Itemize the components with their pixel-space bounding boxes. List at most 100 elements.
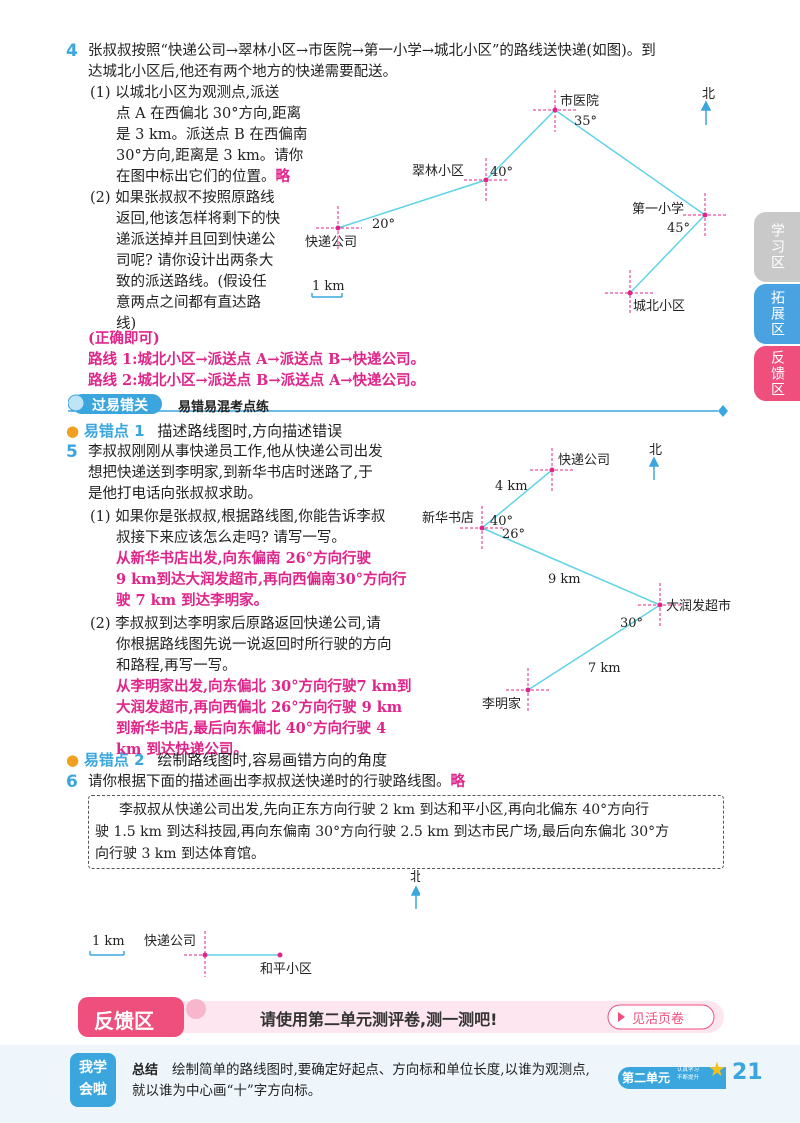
q5-part2-line: 你根据路线图先说一说返回时所行驶的方向 — [116, 637, 392, 653]
q5-route-map: 快递公司 新华书店 大润发超市 李明家 4 km 9 km 7 km 40° 2… — [422, 443, 731, 712]
q4-part2-line: 意两点之间都有直达路 — [116, 295, 261, 311]
scale-label: 1 km — [92, 934, 125, 949]
label-runfa: 大润发超市 — [666, 598, 731, 614]
route-segment — [485, 109, 556, 181]
q5-answer2-line: 从李明家出发,向东偏北 30°方向行驶7 km到 — [116, 678, 412, 695]
q5-part1-line: 叔接下来应该怎么走吗? 请写一写。 — [116, 530, 346, 546]
summary-line: 绘制简单的路线图时,要确定好起点、方向标和单位长度,以谁为观测点, — [172, 1062, 590, 1078]
page-number: 21 — [732, 1060, 763, 1085]
q5-part2-line: (2) 李叔叔到达李明家后原路返回快递公司,请 — [90, 616, 381, 632]
angle-30: 30° — [620, 616, 643, 631]
q4-answer-route2: 路线 2:城北小区→派送点 B→派送点 A→快递公司。 — [88, 372, 426, 389]
q4-part2-line: 线) — [116, 316, 137, 332]
scale-label: 1 km — [312, 279, 345, 294]
q4-part1-answer: 略 — [275, 168, 291, 185]
distance-7: 7 km — [588, 661, 621, 676]
q6-stem: 请你根据下面的描述画出李叔叔送快递时的行驶路线图。略 — [88, 771, 465, 793]
mistake-point-2: ● 易错点 2 绘制路线图时,容易画错方向的角度 — [66, 750, 387, 770]
unit-label — [618, 1067, 726, 1089]
q6-box-line: 李叔叔从快递公司出发,先向正东方向行驶 2 km 到达和平小区,再向北偏东 40… — [119, 802, 650, 818]
scale-bar — [89, 951, 125, 956]
q5-number: 5 — [66, 442, 78, 462]
mistake-tag: 易错点 1 — [83, 422, 145, 440]
label-hospital: 市医院 — [560, 93, 599, 109]
q5-answer2-line: km 到达快递公司。 — [116, 741, 248, 758]
tab-extend[interactable]: 拓展区 — [754, 284, 800, 344]
q4-part2-line: 返回,他该怎样将剩下的快 — [116, 211, 281, 227]
mistake-text: 绘制路线图时,容易画错方向的角度 — [157, 751, 388, 769]
label-cuilin: 翠林小区 — [412, 164, 464, 179]
feedback-label: 反馈区 — [94, 1009, 154, 1033]
feedback-text: 请使用第二单元测评卷,测一测吧! — [260, 1010, 498, 1029]
label-heping: 和平小区 — [260, 962, 312, 977]
q4-part2-line: 致的派送路线。(假设任 — [116, 274, 267, 290]
tab-feedback[interactable]: 反馈区 — [754, 346, 800, 401]
footer: 我学 会啦 总结 绘制简单的路线图时,要确定好起点、方向标和单位长度,以谁为观测… — [0, 1045, 800, 1123]
section-title: 过易错关 — [92, 398, 148, 414]
unit-text: 第二单元 — [622, 1071, 671, 1085]
q4-part2-line: 递派送掉并且回到快递公 — [116, 232, 276, 248]
feedback-button[interactable]: 见活页卷 — [632, 1012, 685, 1027]
distance-9: 9 km — [548, 572, 581, 587]
q4-part1-line: 在图中标出它们的位置。略 — [116, 166, 290, 188]
unit-small-line: 认真学习 — [677, 1067, 700, 1073]
q4-stem-line2: 达城北小区后,他还有两个地方的快递需要配送。 — [88, 64, 398, 80]
footer-badge: 我学 会啦 — [70, 1053, 116, 1107]
label-express: 快递公司 — [144, 934, 196, 949]
q5-answer1-line: 驶 7 km 到达李明家。 — [116, 592, 269, 609]
q4-route-map: 市医院 翠林小区 快递公司 第一小学 城北小区 20° 40° 35° 45° … — [305, 87, 727, 315]
label-school: 第一小学 — [632, 201, 684, 217]
mistake-point-1: ● 易错点 1 描述路线图时,方向描述错误 — [66, 421, 342, 441]
q4-stem-line1: 张叔叔按照“快递公司→翠林小区→市医院→第一小学→城北小区”的路线送快递(如图)… — [88, 43, 656, 59]
angle-26: 26° — [502, 527, 525, 542]
route-segment — [481, 469, 553, 529]
feedback-bar — [78, 997, 724, 1037]
q6-stem-text: 请你根据下面的描述画出李叔叔送快递时的行驶路线图。 — [88, 774, 451, 790]
angle-45: 45° — [667, 221, 690, 236]
summary-label: 总结 — [132, 1063, 159, 1078]
route-segment — [337, 179, 487, 229]
q6-box-line: 驶 1.5 km 到达科技园,再向东偏南 30°方向行驶 2.5 km 到达市民… — [95, 824, 670, 840]
angle-35: 35° — [574, 114, 597, 129]
warning-icon: ● — [66, 422, 80, 440]
q6-number: 6 — [66, 772, 78, 792]
label-liming: 李明家 — [482, 696, 521, 712]
route-segment — [629, 214, 706, 294]
north-label: 北 — [702, 87, 715, 102]
q4-part1-line: (1) 以城北小区为观测点,派送 — [90, 85, 280, 101]
section-bar — [68, 394, 728, 417]
north-label: 北 — [649, 443, 662, 458]
route-segment — [554, 109, 706, 216]
q6-drawing-area[interactable]: 北 1 km 快递公司 和平小区 — [80, 865, 420, 980]
q6-description-box: 李叔叔从快递公司出发,先向正东方向行驶 2 km 到达和平小区,再向北偏东 40… — [88, 795, 724, 869]
north-arrow-icon — [700, 100, 712, 125]
q5-part2-line: 和路程,再写一写。 — [116, 658, 237, 674]
q5-answer2-line: 大润发超市,再向西偏北 26°方向行驶 9 km — [116, 699, 403, 716]
q4-number: 4 — [66, 41, 78, 61]
north-label: 北 — [410, 870, 420, 885]
q4-part2-line: 司呢? 请你设计出两条大 — [116, 253, 274, 269]
q4-answer-route1: 路线 1:城北小区→派送点 A→派送点 B→快递公司。 — [88, 351, 426, 368]
angle-20: 20° — [372, 217, 395, 232]
unit-small-line: 不断提升 — [677, 1075, 700, 1081]
north-arrow-icon — [410, 885, 420, 909]
q5-answer1-line: 从新华书店出发,向东偏南 26°方向行驶 — [116, 550, 372, 567]
summary-line: 就以谁为中心画“十”字方向标。 — [132, 1083, 322, 1099]
unit-small: 认真学习 不断提升 — [677, 1066, 699, 1082]
label-chengbei: 城北小区 — [633, 299, 685, 314]
q4-part1-line: 是 3 km。派送点 B 在西偏南 — [116, 127, 308, 143]
badge-line2: 会啦 — [79, 1082, 107, 1098]
warning-icon: ● — [66, 751, 80, 769]
q5-answer2-line: 到新华书店,最后向东偏北 40°方向行驶 4 — [116, 720, 387, 737]
scale-bar — [311, 293, 343, 298]
q5-stem-line: 李叔叔刚刚从事快递员工作,他从快递公司出发 — [88, 444, 383, 460]
label-express: 快递公司 — [558, 453, 610, 468]
q5-answer1-line: 9 km到达大润发超市,再向西偏南30°方向行 — [116, 571, 407, 588]
star-icon: ★ — [708, 1057, 726, 1081]
q6-answer: 略 — [450, 773, 466, 790]
mistake-tag: 易错点 2 — [83, 751, 145, 769]
q4-part2-line: (2) 如果张叔叔不按照原路线 — [90, 190, 275, 206]
label-xinhua: 新华书店 — [422, 510, 474, 526]
tab-study[interactable]: 学习区 — [754, 212, 800, 282]
label-express: 快递公司 — [305, 235, 357, 250]
